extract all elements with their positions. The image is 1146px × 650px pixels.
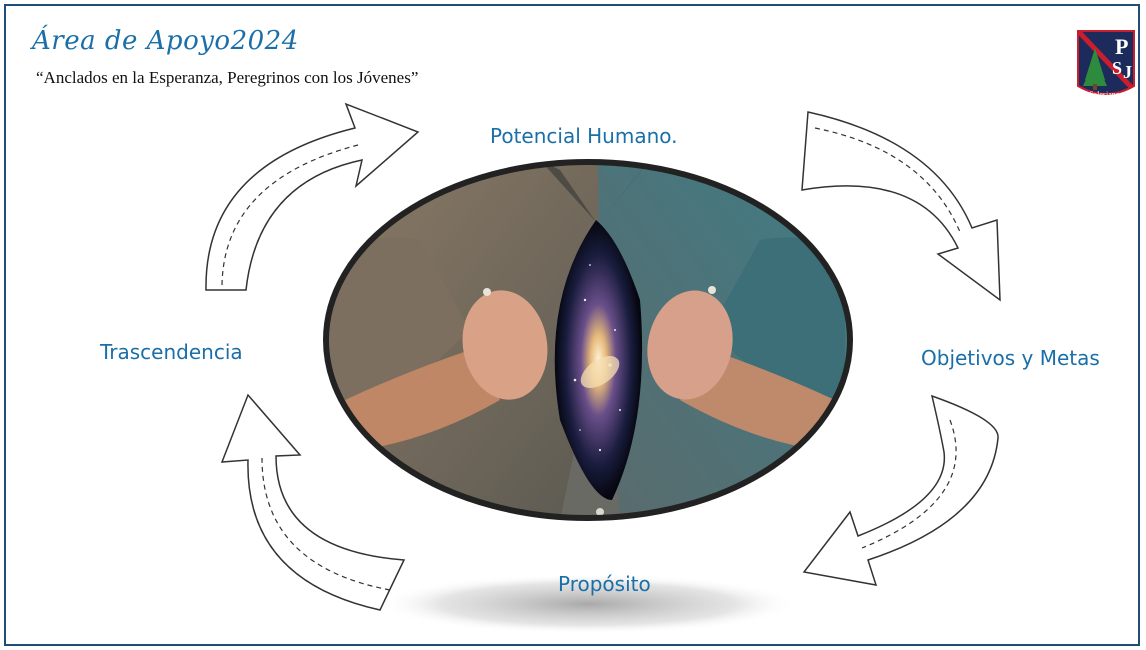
arrow-top-to-right — [801, 111, 1001, 302]
node-label-objetivos-y-metas: Objetivos y Metas — [921, 346, 1100, 370]
arrow-right-to-bottom — [802, 394, 999, 586]
slide-title: Área de Apoyo2024 — [32, 26, 299, 56]
logo-letter-s: S — [1112, 58, 1122, 78]
logo-letter-p: P — [1115, 34, 1128, 59]
central-image — [326, 162, 850, 518]
arrow-bottom-to-left — [220, 393, 406, 611]
psj-salesianos-logo: P S J Salesianos — [1077, 30, 1135, 99]
arrow-left-to-top — [205, 102, 420, 291]
logo-letter-j: J — [1123, 62, 1132, 82]
node-label-potencial-humano: Potencial Humano. — [490, 124, 678, 148]
node-label-proposito: Propósito — [558, 572, 651, 596]
image-frame — [323, 159, 853, 521]
logo-text: Salesianos — [1089, 90, 1123, 99]
node-label-trascendencia: Trascendencia — [100, 340, 243, 364]
slide-subtitle: “Anclados en la Esperanza, Peregrinos co… — [36, 68, 419, 87]
floor-shadow — [378, 574, 798, 634]
